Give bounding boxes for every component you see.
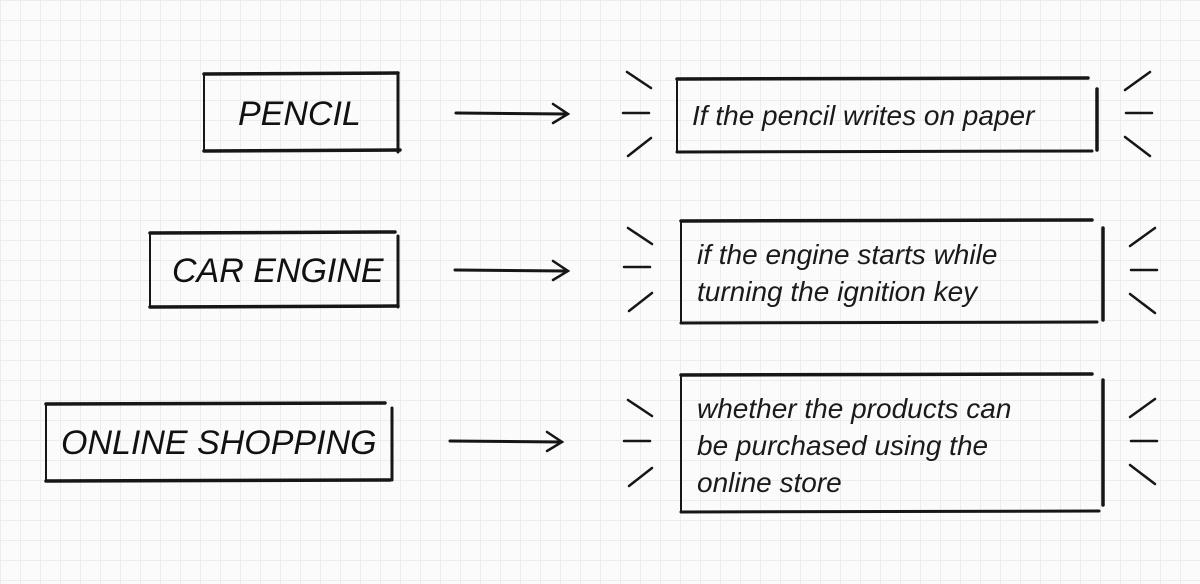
description-online-shopping: whether the products can be purchased us…	[697, 390, 1011, 501]
sparks-right-pencil	[1123, 70, 1154, 158]
sparks-right-online-shopping	[1128, 397, 1159, 486]
sparks-left-online-shopping	[622, 398, 654, 488]
description-box-online-shopping	[679, 372, 1105, 514]
arrow-car-engine	[453, 259, 571, 282]
description-online-shopping-line-3: online store	[697, 467, 842, 498]
arrow-online-shopping	[448, 430, 565, 453]
label-box-pencil	[202, 71, 402, 154]
description-car-engine-line-2: turning the ignition key	[697, 276, 978, 307]
label-pencil: PENCIL	[238, 95, 361, 133]
description-car-engine-line-1: if the engine starts while	[697, 239, 998, 270]
label-box-car-engine	[148, 230, 400, 309]
label-box-online-shopping	[44, 401, 394, 483]
description-box-pencil	[675, 76, 1099, 154]
description-car-engine: if the engine starts while turning the i…	[697, 236, 997, 310]
sparks-left-car-engine	[622, 226, 654, 313]
sparks-left-pencil	[621, 70, 653, 158]
description-online-shopping-line-1: whether the products can	[697, 393, 1012, 424]
description-box-car-engine	[679, 218, 1105, 325]
description-pencil-line-1: If the pencil writes on paper	[692, 100, 1035, 131]
sparks-right-car-engine	[1128, 226, 1159, 315]
arrow-pencil	[454, 102, 571, 125]
label-car-engine: CAR ENGINE	[172, 252, 384, 290]
label-online-shopping: ONLINE SHOPPING	[61, 424, 377, 462]
description-pencil: If the pencil writes on paper	[692, 97, 1034, 134]
description-online-shopping-line-2: be purchased using the	[697, 430, 989, 461]
